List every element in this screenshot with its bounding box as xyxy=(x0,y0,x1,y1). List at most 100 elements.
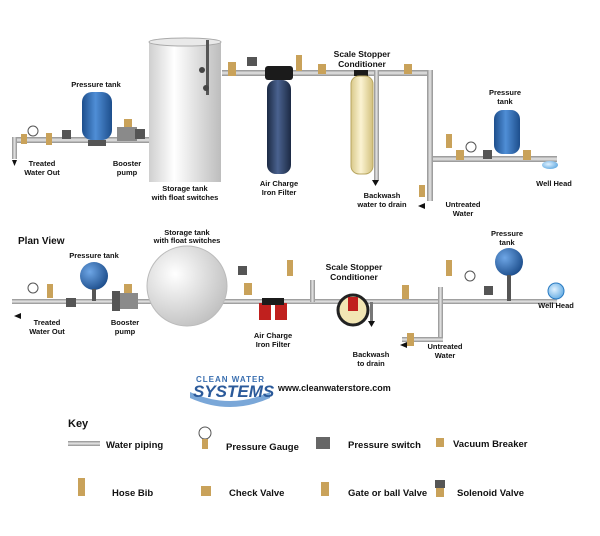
plan-label-storage-tank-2: with float switches xyxy=(153,236,221,245)
pressure-gauge-icon xyxy=(465,141,477,153)
key-check-valve: Check Valve xyxy=(229,488,284,499)
plan-label-scale-stopper-1: Scale Stopper xyxy=(326,262,383,272)
key-pressure-gauge: Pressure Gauge xyxy=(226,442,299,453)
brand-logo: CLEAN WATER SYSTEMS xyxy=(190,375,275,407)
label-backwash-1: Backwash xyxy=(364,191,401,200)
plan-view: Plan View xyxy=(12,228,574,368)
gate-valve-icon xyxy=(228,62,236,76)
key-gate-valve: Gate or ball Valve xyxy=(348,488,427,499)
plan-label-storage-tank-1: Storage tank xyxy=(164,228,210,237)
gate-valve-icon xyxy=(404,64,412,74)
label-booster-pump-1: Booster xyxy=(113,159,141,168)
website-url: www.cleanwaterstore.com xyxy=(277,383,391,393)
key-solenoid-valve: Solenoid Valve xyxy=(457,488,524,499)
pressure-switch-icon xyxy=(62,130,71,139)
plan-label-pressure-tank-left: Pressure tank xyxy=(69,251,119,260)
gate-valve-icon xyxy=(321,482,329,496)
gate-valve-icon xyxy=(244,283,252,295)
plan-label-backwash-1: Backwash xyxy=(353,350,390,359)
hose-bib-icon xyxy=(78,478,85,496)
hose-bib-icon xyxy=(296,55,302,71)
solenoid-valve-icon xyxy=(435,480,445,488)
logo-top-text: CLEAN WATER xyxy=(196,375,265,384)
plan-well-head-icon xyxy=(547,282,565,300)
pressure-tank-right xyxy=(494,110,520,154)
plan-label-pressure-tank-right-2: tank xyxy=(499,238,515,247)
plan-label-untreated-1: Untreated xyxy=(427,342,462,351)
pressure-switch-icon xyxy=(483,150,492,159)
booster-pump xyxy=(117,119,145,141)
plan-label-treated-out-2: Water Out xyxy=(29,327,65,336)
solenoid-valve-icon xyxy=(238,266,247,275)
hose-bib-icon xyxy=(47,284,53,298)
plan-storage-tank xyxy=(146,245,228,327)
arrow-down-icon xyxy=(372,180,379,186)
hose-bib-icon xyxy=(419,185,425,197)
plan-label-treated-out-1: Treated xyxy=(34,318,61,327)
hose-bib-icon xyxy=(446,134,452,148)
label-pressure-tank-right-2: tank xyxy=(497,97,513,106)
label-air-charge-1: Air Charge xyxy=(260,179,298,188)
plan-piping xyxy=(12,280,557,342)
gate-valve-icon xyxy=(318,64,326,74)
key-vacuum-breaker: Vacuum Breaker xyxy=(453,439,528,450)
plan-label-air-charge-1: Air Charge xyxy=(254,331,292,340)
gate-valve-icon xyxy=(46,133,52,145)
plan-pressure-tank-right xyxy=(495,248,523,276)
pressure-switch-icon xyxy=(484,286,493,295)
arrow-down-icon xyxy=(12,160,17,166)
plan-view-title: Plan View xyxy=(18,236,65,247)
pressure-switch-icon xyxy=(66,298,76,307)
plan-label-scale-stopper-2: Conditioner xyxy=(330,272,378,282)
solenoid-valve-icon xyxy=(247,57,257,66)
key-water-piping: Water piping xyxy=(106,440,163,451)
hose-bib-icon xyxy=(287,260,293,276)
air-charge-iron-filter xyxy=(265,66,293,174)
legend-key: Key Water piping Pressure Gauge Pressure… xyxy=(68,418,528,499)
label-storage-tank-2: with float switches xyxy=(151,193,219,202)
hose-bib-icon xyxy=(402,285,409,299)
hose-bib-icon xyxy=(21,134,27,144)
label-booster-pump-2: pump xyxy=(117,168,138,177)
plan-label-booster-pump-2: pump xyxy=(115,327,136,336)
pressure-tank-left xyxy=(82,92,112,140)
label-treated-out-2: Water Out xyxy=(24,168,60,177)
scale-stopper-conditioner xyxy=(350,70,374,175)
elevation-view: Pressure tank Treated Water Out Booster … xyxy=(12,37,572,218)
pressure-switch-icon xyxy=(316,437,330,449)
arrow-left-icon xyxy=(14,313,21,319)
gate-valve-icon xyxy=(523,150,531,160)
label-air-charge-2: Iron Filter xyxy=(262,188,297,197)
plan-pressure-tank-left xyxy=(80,262,108,290)
label-untreated-2: Water xyxy=(453,209,474,218)
label-storage-tank-1: Storage tank xyxy=(162,184,208,193)
plan-label-backwash-2: to drain xyxy=(357,359,385,368)
arrow-down-icon xyxy=(368,321,375,327)
plan-label-untreated-2: Water xyxy=(435,351,456,360)
pressure-gauge-icon xyxy=(27,125,39,137)
label-backwash-2: water to drain xyxy=(356,200,407,209)
key-hose-bib: Hose Bib xyxy=(112,488,153,499)
plan-label-air-charge-2: Iron Filter xyxy=(256,340,291,349)
plan-label-booster-pump-1: Booster xyxy=(111,318,139,327)
pressure-gauge-icon xyxy=(27,282,39,294)
label-treated-out-1: Treated xyxy=(29,159,56,168)
arrow-left-icon xyxy=(400,342,407,348)
plan-label-well-head: Well Head xyxy=(538,301,574,310)
plan-label-pressure-tank-right-1: Pressure xyxy=(491,229,523,238)
storage-tank xyxy=(148,37,222,182)
label-pressure-tank-right-1: Pressure xyxy=(489,88,521,97)
label-scale-stopper-1: Scale Stopper xyxy=(334,49,391,59)
label-well-head: Well Head xyxy=(536,179,572,188)
water-piping-icon xyxy=(68,441,100,446)
plan-scale-stopper xyxy=(336,293,370,327)
label-untreated-1: Untreated xyxy=(445,200,480,209)
label-pressure-tank-left: Pressure tank xyxy=(71,80,121,89)
hose-bib-icon xyxy=(407,333,414,346)
well-head-icon xyxy=(542,161,558,169)
key-title: Key xyxy=(68,418,89,430)
key-pressure-switch: Pressure switch xyxy=(348,440,421,451)
check-valve-icon xyxy=(456,150,464,160)
check-valve-icon xyxy=(201,486,211,496)
